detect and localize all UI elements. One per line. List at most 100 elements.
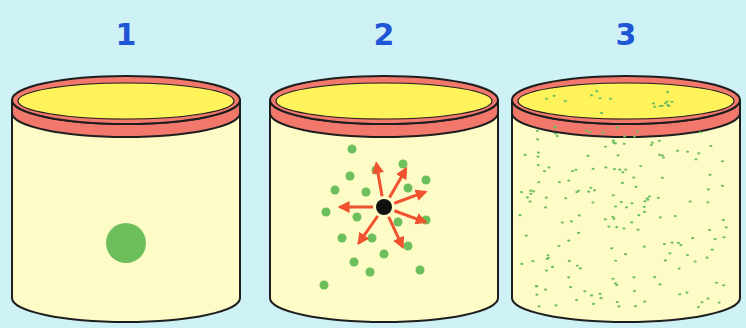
green-speck <box>661 177 664 179</box>
green-particle <box>380 250 389 259</box>
green-particle <box>322 208 331 217</box>
green-speck <box>589 187 592 189</box>
green-particle <box>338 234 347 243</box>
green-speck <box>520 191 523 193</box>
green-speck <box>708 174 711 176</box>
green-speck <box>604 218 607 220</box>
green-speck <box>575 299 578 301</box>
green-speck <box>663 243 666 245</box>
green-speck <box>636 229 639 231</box>
green-speck <box>529 193 532 195</box>
spread-arrow <box>340 206 373 209</box>
green-speck <box>725 226 728 228</box>
green-speck <box>664 259 667 261</box>
green-speck <box>661 105 664 107</box>
rim <box>12 76 240 124</box>
green-speck <box>590 294 593 296</box>
green-speck <box>588 131 591 133</box>
green-speck <box>551 266 554 268</box>
green-particle <box>362 188 371 197</box>
green-speck <box>637 214 640 216</box>
green-speck <box>567 179 570 181</box>
green-speck <box>670 242 673 244</box>
green-particle <box>416 266 425 275</box>
green-speck <box>658 283 661 285</box>
green-speck <box>578 214 581 216</box>
green-speck <box>713 238 716 240</box>
green-speck <box>617 154 620 156</box>
green-speck <box>685 291 688 293</box>
green-speck <box>611 278 614 280</box>
spread-arrow <box>376 164 382 196</box>
green-speck <box>570 220 573 222</box>
green-speck <box>711 249 714 251</box>
green-speck <box>554 133 557 135</box>
green-speck <box>598 293 601 295</box>
green-speck <box>613 168 616 170</box>
spread-arrow <box>389 217 403 247</box>
green-speck <box>709 145 712 147</box>
green-speck <box>708 229 711 231</box>
green-speck <box>705 257 708 259</box>
green-speck <box>721 160 724 162</box>
green-speck <box>689 200 692 202</box>
cylinder <box>512 76 740 322</box>
green-speck <box>547 166 550 168</box>
green-speck <box>571 170 574 172</box>
green-speck <box>535 285 538 287</box>
green-speck <box>591 201 594 203</box>
green-speck <box>661 154 664 156</box>
green-speck <box>568 260 571 262</box>
green-speck <box>536 155 539 157</box>
green-speck <box>561 221 564 223</box>
green-speck <box>643 301 646 303</box>
green-speck <box>598 97 601 99</box>
green-speck <box>657 197 660 199</box>
green-speck <box>653 276 656 278</box>
green-speck <box>555 304 558 306</box>
green-speck <box>537 164 540 166</box>
green-speck <box>717 301 720 303</box>
cylinder-body <box>12 100 240 322</box>
cylinder <box>270 76 498 322</box>
green-speck <box>670 101 673 103</box>
green-speck <box>645 197 648 199</box>
green-speck <box>612 194 615 196</box>
green-speck <box>634 186 637 188</box>
green-speck <box>574 169 577 171</box>
spread-arrow <box>390 169 407 198</box>
green-speck <box>668 252 671 254</box>
green-speck <box>630 221 633 223</box>
green-speck <box>553 126 556 128</box>
green-speck <box>586 155 589 157</box>
green-particle <box>348 145 357 154</box>
green-speck <box>658 154 661 156</box>
cylinder-body <box>270 100 498 322</box>
green-speck <box>694 158 697 160</box>
green-speck <box>664 102 667 104</box>
green-speck <box>658 140 661 142</box>
green-speck <box>526 196 529 198</box>
green-speck <box>617 305 620 307</box>
green-speck <box>524 154 527 156</box>
green-speck <box>537 181 540 183</box>
liquid-surface <box>18 83 234 119</box>
spread-arrow <box>394 192 425 203</box>
green-speck <box>612 142 615 144</box>
green-drop <box>106 223 146 263</box>
green-speck <box>545 197 548 199</box>
green-speck <box>577 232 580 234</box>
green-speck <box>707 188 710 190</box>
green-speck <box>722 284 725 286</box>
cylinder <box>12 76 240 322</box>
callout-number: 3 <box>616 20 637 50</box>
green-speck <box>554 126 557 128</box>
green-speck <box>721 185 724 187</box>
green-particle <box>350 258 359 267</box>
spread-arrow <box>359 216 378 243</box>
green-speck <box>643 200 646 202</box>
green-speck <box>643 246 646 248</box>
green-speck <box>604 146 607 148</box>
green-speck <box>694 260 697 262</box>
